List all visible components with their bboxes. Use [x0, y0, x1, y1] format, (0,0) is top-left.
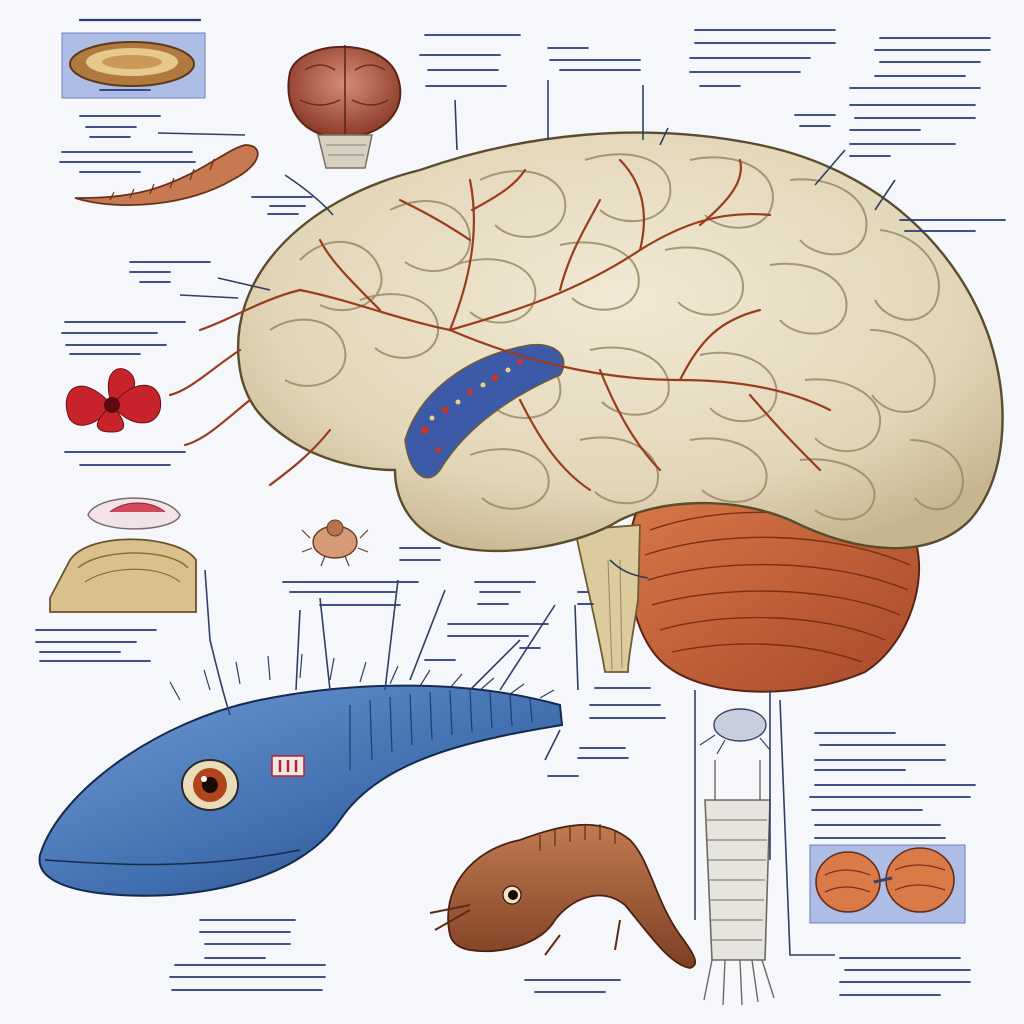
limbic-region: [404, 343, 565, 479]
main-brain: [168, 131, 1004, 693]
small-insect-figure: [699, 708, 771, 755]
brain-cross-section-inset: [61, 32, 206, 99]
bivalve-shell-figure: [49, 497, 197, 613]
small-mite-figure: [301, 519, 369, 567]
leader-lines: [157, 80, 896, 956]
small-brain-figure: [287, 45, 402, 169]
cerebellum-pair-inset: [809, 844, 966, 924]
cerebrum: [237, 131, 1004, 553]
blue-lizard-head: [38, 653, 564, 897]
blood-vessels: [168, 158, 832, 492]
salamander-figure: [429, 823, 697, 969]
insect-larva-figure: [699, 708, 775, 1006]
red-flower-organism: [65, 368, 162, 433]
worm-figure: [74, 144, 259, 206]
annotation-blocks: [35, 18, 1006, 996]
brainstem: [573, 524, 641, 673]
